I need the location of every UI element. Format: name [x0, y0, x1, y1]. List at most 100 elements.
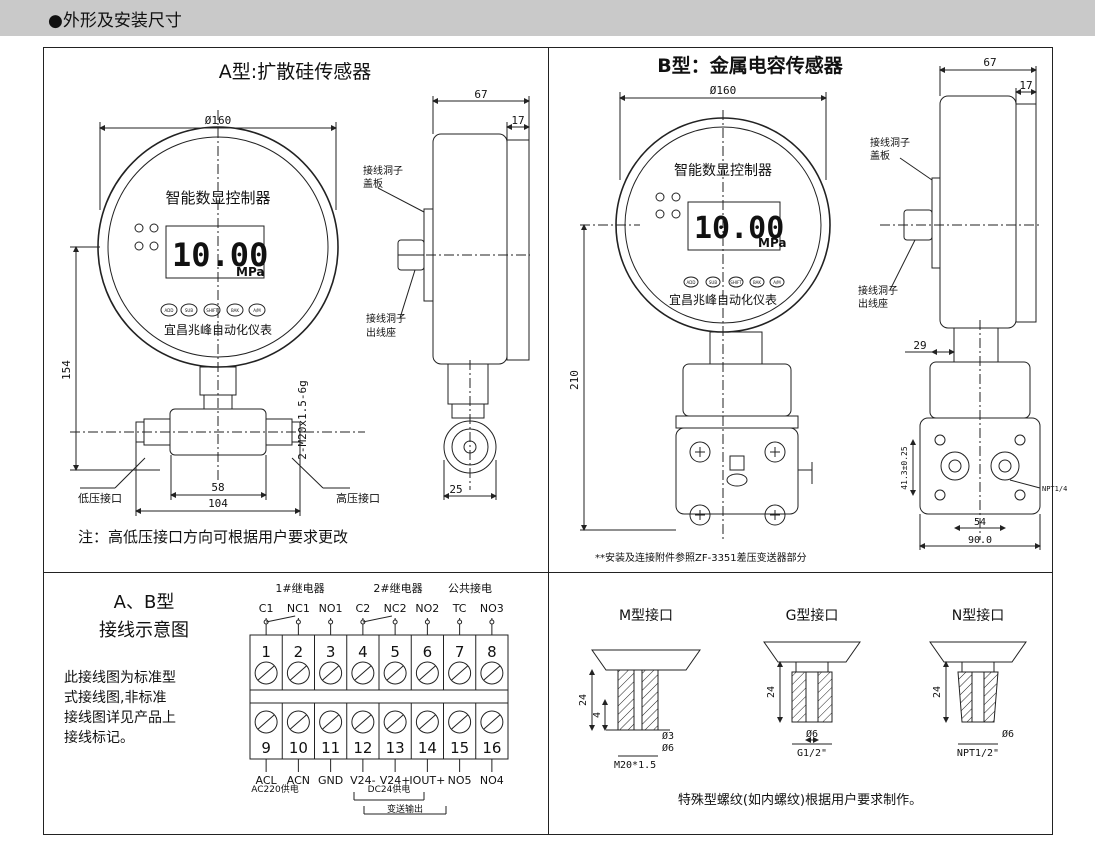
- g-d: Ø6: [806, 728, 818, 740]
- panel-a-button-shift: SHIFT: [206, 308, 218, 313]
- terminal-number-bottom: 10: [289, 739, 308, 757]
- panel-a-height: 154: [60, 360, 73, 380]
- terminal-screw-top: [448, 661, 472, 685]
- terminal-number-top: 7: [455, 643, 465, 661]
- g-thread: G1/2": [797, 748, 827, 759]
- terminal-label-top: NO1: [319, 602, 343, 615]
- wiring-desc-3: 接线图详见产品上: [64, 709, 176, 726]
- m-d2: Ø6: [662, 742, 674, 754]
- terminal-label-top: TC: [452, 602, 467, 615]
- m-thread: M20*1.5: [614, 760, 656, 771]
- terminal-label-top: C2: [356, 602, 371, 615]
- wiring-diagram: A、B型 接线示意图 此接线图为标准型 式接线图,非标准 接线图详见产品上 接线…: [64, 582, 509, 815]
- panel-b-width-large: 90.0: [968, 535, 992, 546]
- frame-divider-vertical: [548, 47, 549, 835]
- terminal-number-bottom: 14: [418, 739, 437, 757]
- terminal-number-bottom: 11: [321, 739, 340, 757]
- interface-note: 特殊型螺纹(如内螺纹)根据用户要求制作。: [678, 792, 922, 808]
- panel-b-unit: MPa: [758, 236, 787, 250]
- terminal-label-bottom: V24+: [380, 774, 411, 787]
- relay2-label: 2#继电器: [373, 582, 422, 595]
- terminal-screw-bottom: [383, 710, 407, 734]
- panel-a-side-width: 25: [449, 483, 462, 496]
- terminal-label-top: C1: [259, 602, 274, 615]
- panel-a: A型:扩散硅传感器 Ø160 智能数显控制器 10.00 MPa ADD SUB…: [60, 61, 530, 546]
- panel-b-button-bak: BAK: [753, 280, 761, 285]
- terminal-number-top: 5: [390, 643, 400, 661]
- panel-b-rim: 17: [1019, 79, 1032, 92]
- terminal-screw-bottom: [319, 710, 343, 734]
- panel-b-button-sub: SUB: [709, 280, 717, 285]
- terminal-label-top: NO3: [480, 602, 504, 615]
- panel-a-note: 注：高低压接口方向可根据用户要求更改: [78, 528, 348, 546]
- terminal-number-bottom: 15: [450, 739, 469, 757]
- panel-a-display: 10.00: [172, 236, 268, 274]
- panel-b-cover-label-2: 盖板: [870, 149, 890, 162]
- terminal-screw-bottom: [254, 710, 278, 734]
- panel-a-cover-label-1: 接线洞子: [363, 164, 403, 177]
- terminal-label-bottom: GND: [318, 774, 343, 787]
- n-thread: NPT1/2": [957, 748, 999, 759]
- g-height: 24: [766, 686, 777, 698]
- terminal-number-bottom: 16: [482, 739, 501, 757]
- terminal-number-top: 8: [487, 643, 497, 661]
- panel-b-button-am: A/M: [773, 280, 781, 285]
- panel-b-button-shift: SHIFT: [730, 280, 742, 285]
- terminal-screw-bottom: [286, 710, 310, 734]
- terminal-label-bottom: V24-: [350, 774, 376, 787]
- m-height-2: 4: [592, 712, 603, 718]
- ac-label: AC220供电: [251, 783, 298, 795]
- n-d: Ø6: [1002, 728, 1014, 740]
- terminal-number-top: 2: [294, 643, 304, 661]
- terminal-label-bottom: ACN: [287, 774, 310, 787]
- panel-a-diameter: Ø160: [205, 114, 232, 127]
- panel-a-device-name: 智能数显控制器: [165, 189, 270, 207]
- panel-a-button-am: A/M: [253, 308, 261, 313]
- section-header: ●外形及安装尺寸: [0, 0, 1095, 36]
- panel-b-buttons: ADD SUB SHIFT BAK A/M: [683, 276, 785, 288]
- panel-b-width-small: 54: [974, 517, 986, 528]
- panel-b-button-add: ADD: [687, 280, 696, 285]
- m-height: 24: [578, 694, 589, 706]
- wiring-desc-4: 接线标记。: [64, 729, 134, 746]
- panel-a-outer-width: 104: [208, 497, 228, 510]
- panel-a-unit: MPa: [236, 265, 265, 279]
- terminal-screw-top: [480, 661, 504, 685]
- terminal-screw-bottom: [448, 710, 472, 734]
- panel-a-low-port: 低压接口: [78, 492, 122, 505]
- terminal-screw-top: [415, 661, 439, 685]
- panel-b-seat-label-1: 接线洞子: [858, 284, 898, 297]
- terminal-number-bottom: 9: [261, 739, 271, 757]
- panel-a-inner-width: 58: [211, 481, 224, 494]
- common-label: 公共接电: [448, 582, 492, 595]
- terminal-label-bottom: ACL: [256, 774, 278, 787]
- wiring-title-2: 接线示意图: [99, 620, 189, 641]
- panel-a-seat-label-1: 接线洞子: [366, 312, 406, 325]
- panel-b-diameter: Ø160: [710, 84, 737, 97]
- wiring-desc-2: 式接线图,非标准: [64, 689, 166, 706]
- terminal-number-bottom: 12: [353, 739, 372, 757]
- m-interface-title: M型接口: [619, 607, 673, 624]
- panel-b-cover-label-1: 接线洞子: [870, 136, 910, 149]
- terminal-screw-top: [254, 661, 278, 685]
- dc-label: DC24供电: [368, 783, 411, 795]
- n-height: 24: [932, 686, 943, 698]
- panel-b: B型：金属电容传感器 Ø160 智能数显控制器 10.00 MPa ADD SU…: [568, 54, 1067, 564]
- relay1-label: 1#继电器: [275, 582, 324, 595]
- terminal-label-top: NC1: [287, 602, 310, 615]
- frame-divider-horizontal: [43, 572, 1053, 573]
- panel-a-cover-label-2: 盖板: [363, 177, 383, 190]
- panel-a-rim: 17: [511, 114, 524, 127]
- panel-a-button-add: ADD: [165, 308, 174, 313]
- terminal-screw-bottom: [480, 710, 504, 734]
- wiring-title-1: A、B型: [114, 592, 175, 613]
- g-interface-title: G型接口: [786, 607, 839, 624]
- section-title: ●外形及安装尺寸: [48, 11, 182, 31]
- panel-a-button-bak: BAK: [231, 308, 239, 313]
- terminal-screw-top: [383, 661, 407, 685]
- panel-b-height: 210: [568, 370, 581, 390]
- terminal-number-top: 6: [423, 643, 433, 661]
- panel-b-title: B型：金属电容传感器: [657, 54, 843, 77]
- terminal-screw-top: [351, 661, 375, 685]
- terminal-screw-top: [286, 661, 310, 685]
